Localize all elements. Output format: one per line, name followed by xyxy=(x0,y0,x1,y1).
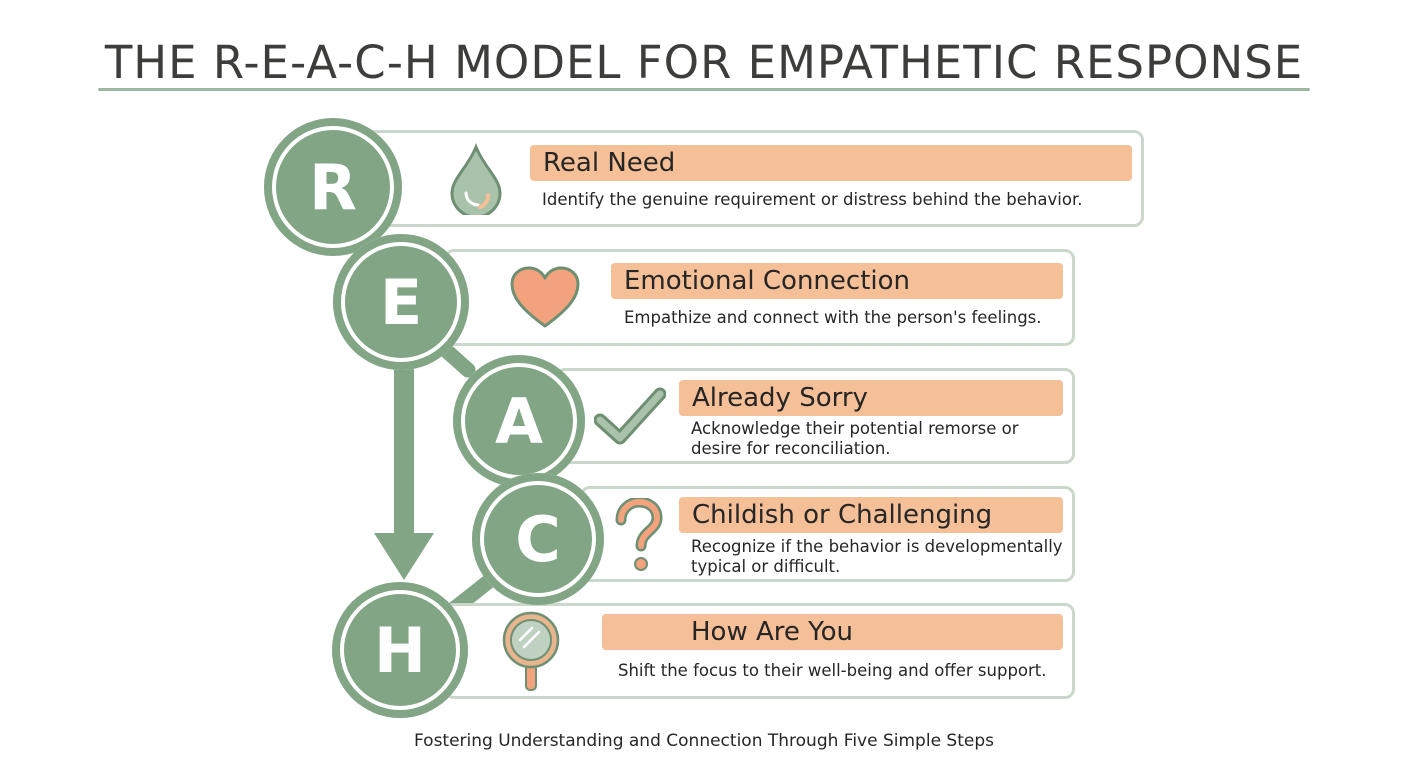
down-arrow-shaft xyxy=(394,360,414,540)
water-drop-icon xyxy=(450,143,502,215)
hand-mirror-icon xyxy=(502,611,560,691)
letter-circle-e: E xyxy=(333,234,469,370)
step-title-real-need: Real Need xyxy=(530,145,1132,181)
description-line: typical or difficult. xyxy=(691,557,841,576)
step-title-already-sorry: Already Sorry xyxy=(679,380,1063,416)
footer-tagline: Fostering Understanding and Connection T… xyxy=(414,731,994,751)
question-mark-icon xyxy=(615,498,663,571)
description-line: desire for reconciliation. xyxy=(691,439,891,458)
letter-r: R xyxy=(309,150,357,224)
letter-circle-h: H xyxy=(332,582,468,718)
step-title-how-are-you: How Are You xyxy=(602,614,1063,650)
step-title-emotional-connection: Emotional Connection xyxy=(611,263,1063,299)
heart-icon xyxy=(510,266,580,328)
description-line: Recognize if the behavior is development… xyxy=(691,537,1063,556)
step-title-childish-or-challenging: Childish or Challenging xyxy=(679,497,1063,533)
checkmark-icon xyxy=(594,387,666,445)
letter-c: C xyxy=(515,502,561,576)
step-description-childish-or-challenging: Recognize if the behavior is development… xyxy=(691,537,1063,577)
letter-circle-c: C xyxy=(472,473,604,605)
letter-e: E xyxy=(379,265,423,339)
letter-circle-r: R xyxy=(264,118,402,256)
step-description-real-need: Identify the genuine requirement or dist… xyxy=(542,190,1083,209)
step-description-already-sorry: Acknowledge their potential remorse or d… xyxy=(691,419,1018,459)
step-description-how-are-you: Shift the focus to their well-being and … xyxy=(618,661,1047,680)
page-title: THE R-E-A-C-H MODEL FOR EMPATHETIC RESPO… xyxy=(104,36,1304,89)
letter-a: A xyxy=(495,384,543,458)
letter-h: H xyxy=(374,613,426,687)
step-description-emotional-connection: Empathize and connect with the person's … xyxy=(624,308,1042,327)
down-arrow-head xyxy=(374,533,434,580)
description-line: Acknowledge their potential remorse or xyxy=(691,419,1019,438)
letter-circle-a: A xyxy=(453,355,585,487)
title-underline xyxy=(98,88,1310,91)
